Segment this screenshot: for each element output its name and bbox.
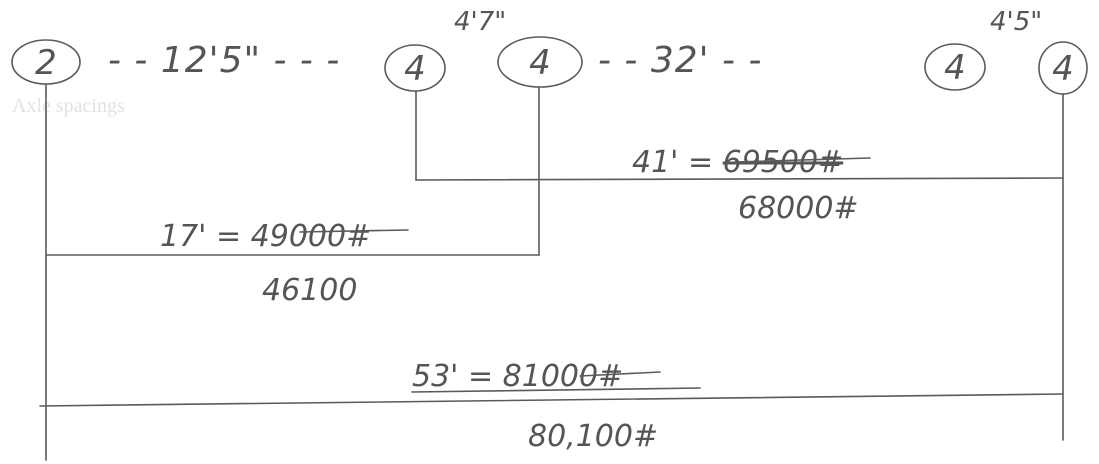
bridge-53-line [39, 393, 1064, 407]
axle-label-3: 4 [529, 43, 551, 83]
bridge-53-strike-line [579, 371, 661, 377]
bridge-53-underline [411, 387, 701, 393]
axle-label-4: 4 [944, 48, 966, 88]
bridge-53-length: 53' = 81000# [412, 359, 623, 394]
axle-circle-3 [497, 36, 583, 88]
spacing-2-label: 4'7" [454, 7, 506, 37]
bridge-17-struck-weight: 49000# [251, 219, 372, 254]
bridge-41-length-label: 41' = [632, 145, 723, 180]
axle-label-5: 4 [1052, 49, 1074, 89]
bridge-41-line [415, 177, 1064, 181]
faint-axle-spacings-text: Axle spacings [12, 95, 125, 117]
bridge-41-strike-line [734, 157, 871, 163]
spacing-3-label: - - 32' - - [598, 40, 762, 81]
bridge-17-strike-line [299, 229, 409, 233]
axle-circle-2 [384, 44, 446, 92]
axle-label-1: 2 [35, 43, 57, 83]
axle-circle-4 [924, 43, 986, 91]
bridge-53-struck-weight: 81000# [503, 359, 624, 394]
spacing-4-label: 4'5" [990, 7, 1042, 37]
bridge-17-length: 17' = 49000# [160, 219, 371, 254]
spacing-1-label: - - 12'5" - - - [108, 40, 340, 81]
bridge-41-corrected-weight: 68000# [738, 191, 859, 226]
bridge-53-corrected-weight: 80,100# [528, 419, 658, 454]
axle-label-2: 4 [404, 49, 426, 89]
bridge-17-length-label: 17' = [160, 219, 251, 254]
bridge-53-length-label: 53' = [412, 359, 503, 394]
bridge-17-corrected-weight: 46100 [262, 273, 357, 308]
